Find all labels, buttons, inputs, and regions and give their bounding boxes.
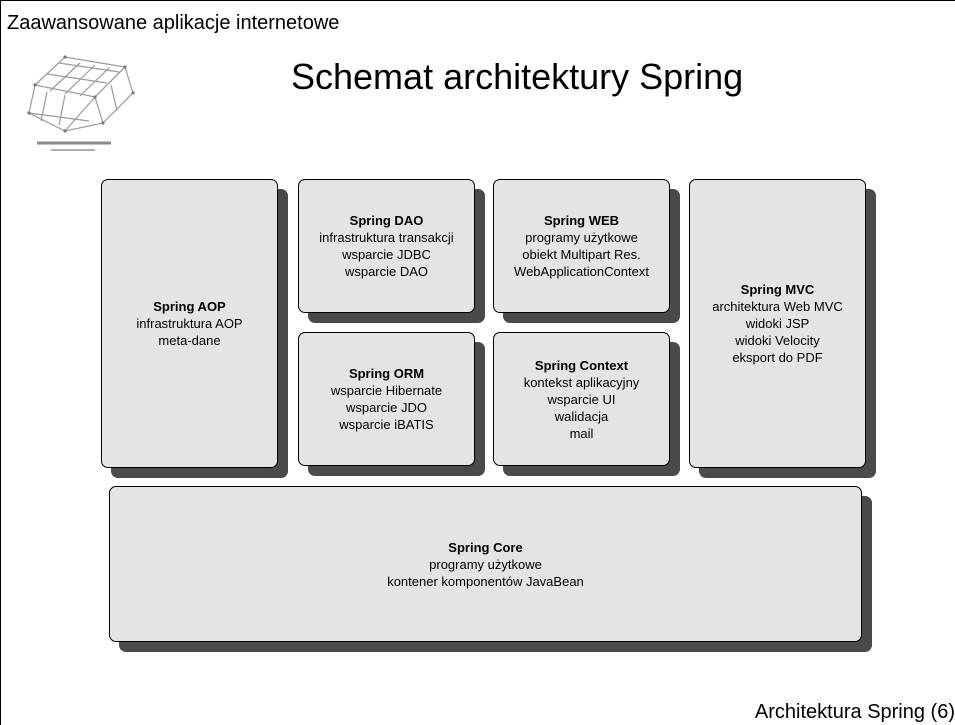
slide-footer: Architektura Spring (6) <box>754 701 955 723</box>
module-feature: widoki Velocity <box>735 333 820 348</box>
module-feature: programy użytkowe <box>429 556 542 572</box>
module-feature: widoki JSP <box>745 316 810 331</box>
module-feature: kontekst aplikacyjny <box>523 374 640 390</box>
module-feature: meta-dane <box>158 333 221 348</box>
module-feature: walidacja <box>554 408 609 424</box>
spring-web-box: Spring WEB programy użytkowe obiekt Mult… <box>493 179 670 313</box>
spring-context-box: Spring Context kontekst aplikacyjny wspa… <box>493 332 670 466</box>
module-feature: obiekt Multipart Res. <box>522 247 641 262</box>
module-feature: architektura Web MVC <box>712 299 843 314</box>
module-name: Spring Core <box>448 539 523 555</box>
spring-core-box: Spring Core programy użytkowe kontener k… <box>109 486 862 642</box>
module-name: Spring ORM <box>348 366 425 381</box>
module-feature: programy użytkowe <box>525 230 638 245</box>
slide-title: Schemat architektury Spring <box>291 56 744 97</box>
module-feature: eksport do PDF <box>732 350 823 365</box>
module-feature: wsparcie DAO <box>344 264 429 279</box>
module-feature: wsparcie Hibernate <box>330 383 443 398</box>
spring-aop-box: Spring AOP infrastruktura AOP meta-dane <box>101 179 278 468</box>
spring-orm-box: Spring ORM wsparcie Hibernate wsparcie J… <box>298 332 475 466</box>
module-name: Spring MVC <box>740 282 815 297</box>
module-feature: wsparcie JDO <box>346 400 427 415</box>
module-feature: mail <box>569 425 594 441</box>
module-feature: WebApplicationContext <box>514 264 649 279</box>
university-logo-icon <box>25 45 141 155</box>
module-feature: infrastruktura transakcji <box>319 230 454 245</box>
module-feature: infrastruktura AOP <box>136 316 243 331</box>
module-name: Spring DAO <box>349 213 424 228</box>
module-feature: wsparcie iBATIS <box>339 417 434 432</box>
module-feature: wsparcie JDBC <box>342 247 431 262</box>
module-feature: wsparcie UI <box>547 391 616 407</box>
module-name: Spring AOP <box>153 299 226 314</box>
spring-mvc-box: Spring MVC architektura Web MVC widoki J… <box>689 179 866 468</box>
module-feature: kontener komponentów JavaBean <box>387 573 584 589</box>
course-title: Zaawansowane aplikacje internetowe <box>7 12 340 34</box>
module-name: Spring WEB <box>543 213 620 228</box>
module-name: Spring Context <box>534 357 629 373</box>
spring-dao-box: Spring DAO infrastruktura transakcji wsp… <box>298 179 475 313</box>
